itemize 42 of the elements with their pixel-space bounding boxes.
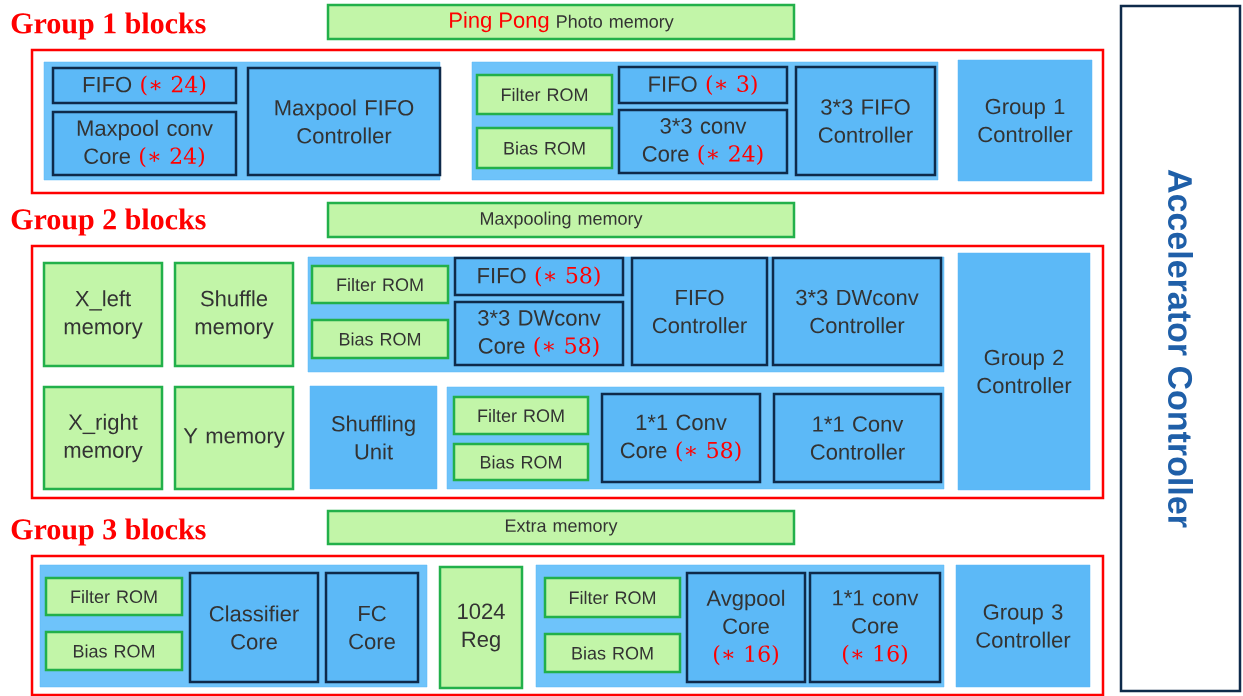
core-block: FC Core xyxy=(324,571,420,684)
core-block: 3*3 DWconv Core (∗ 58) xyxy=(453,300,625,367)
memory-block: Y memory xyxy=(173,385,295,491)
core-block: FIFO (∗ 24) xyxy=(51,66,238,105)
core-block: Maxpool FIFO Controller xyxy=(246,66,442,177)
memory-block: Bias ROM xyxy=(452,442,590,482)
core-block: 1*1 Conv Core (∗ 58) xyxy=(600,392,762,484)
core-block: 1*1 conv Core (∗ 16) xyxy=(808,571,942,684)
core-block: 3*3 FIFO Controller xyxy=(794,65,937,177)
memory-block: Bias ROM xyxy=(543,632,682,674)
memory-bar: Ping Pong Photo memory xyxy=(326,3,796,41)
memory-block: Filter ROM xyxy=(452,395,590,436)
group-heading: Group 1 blocks xyxy=(11,12,206,40)
core-block: 3*3 conv Core (∗ 24) xyxy=(617,108,789,175)
core-block: FIFO Controller xyxy=(630,256,769,367)
memory-block: Bias ROM xyxy=(44,630,184,672)
group-heading: Group 2 blocks xyxy=(11,208,206,236)
group-heading: Group 3 blocks xyxy=(11,518,206,546)
core-block: 1*1 Conv Controller xyxy=(772,392,943,484)
controller-bar: Accelerator Controller xyxy=(1119,4,1242,693)
core-block: Classifier Core xyxy=(188,571,320,684)
memory-block: X_left memory xyxy=(42,261,164,368)
memory-block: Filter ROM xyxy=(310,264,450,305)
memory-block: Bias ROM xyxy=(310,318,450,360)
memory-block: Filter ROM xyxy=(44,576,184,617)
memory-bar: Maxpooling memory xyxy=(326,201,796,239)
memory-block: Shuffle memory xyxy=(173,261,295,368)
core-block: FIFO (∗ 3) xyxy=(617,65,789,105)
controller-block: Shuffling Unit xyxy=(309,385,438,490)
controller-block: Group 3 Controller xyxy=(955,564,1091,688)
memory-block: Bias ROM xyxy=(475,126,614,170)
core-block: Maxpool conv Core (∗ 24) xyxy=(51,110,238,177)
memory-block: Filter ROM xyxy=(543,576,682,619)
memory-block: 1024 Reg xyxy=(438,565,524,690)
core-block: Avgpool Core (∗ 16) xyxy=(685,571,807,684)
core-block: 3*3 DWconv Controller xyxy=(771,256,943,367)
memory-block: Filter ROM xyxy=(475,73,614,116)
controller-block: Group 1 Controller xyxy=(957,59,1093,182)
memory-block: X_right memory xyxy=(42,385,164,491)
controller-block: Group 2 Controller xyxy=(957,252,1091,491)
memory-bar: Extra memory xyxy=(326,509,796,546)
core-block: FIFO (∗ 58) xyxy=(453,256,625,297)
